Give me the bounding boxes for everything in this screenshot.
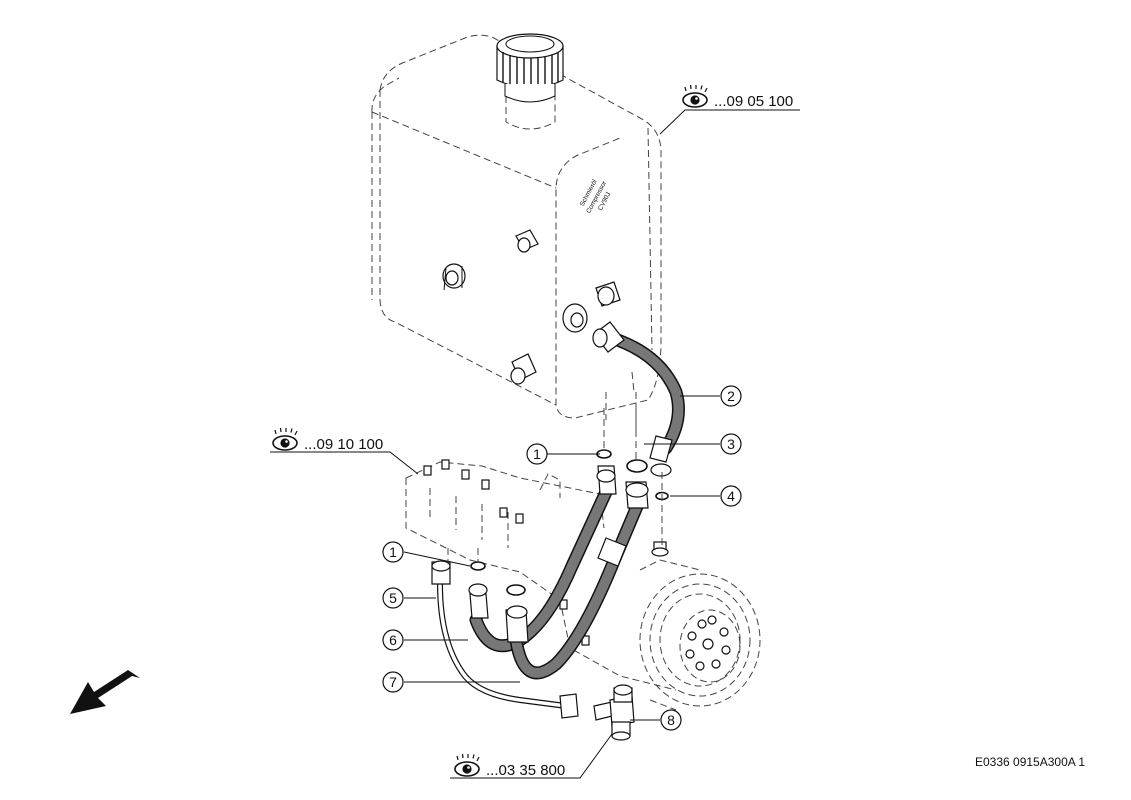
callout-number: 1 — [533, 446, 541, 462]
callout-6[interactable]: 6 — [382, 629, 404, 651]
reference-tank[interactable]: ...09 05 100 — [682, 84, 793, 110]
o-ring-3 — [626, 459, 648, 473]
callout-2[interactable]: 2 — [720, 385, 742, 407]
reference-fitting[interactable]: ...03 35 800 — [454, 753, 565, 779]
callout-number: 5 — [389, 590, 397, 606]
o-ring-1-lower — [470, 561, 486, 571]
reference-pump[interactable]: ...09 10 100 — [272, 427, 383, 453]
eye-icon — [454, 753, 480, 777]
filler-cap — [496, 33, 564, 130]
o-ring-lower-2 — [506, 584, 526, 596]
tee-fitting-8 — [593, 684, 635, 741]
callout-7[interactable]: 7 — [382, 671, 404, 693]
callout-1-upper[interactable]: 1 — [526, 443, 548, 465]
tank-label: Schmieröl Compressor CV90J — [579, 178, 612, 214]
callout-5[interactable]: 5 — [382, 587, 404, 609]
pump-studs — [423, 459, 590, 646]
pipe-5 — [431, 560, 579, 719]
oil-tank: Schmieröl Compressor CV90J — [371, 33, 662, 430]
hose-7 — [505, 481, 649, 680]
drawing-code: E0336 0915A300A 1 — [975, 755, 1085, 769]
leader-lines — [270, 109, 800, 779]
callout-number: 3 — [727, 436, 735, 452]
callout-number: 2 — [727, 388, 735, 404]
callout-8[interactable]: 8 — [660, 709, 682, 731]
callout-number: 6 — [389, 632, 397, 648]
tank-port-fitting — [442, 229, 621, 385]
callout-3[interactable]: 3 — [720, 433, 742, 455]
pulley — [639, 559, 761, 711]
reference-fitting-text: ...03 35 800 — [486, 762, 565, 779]
callout-number: 7 — [389, 674, 397, 690]
direction-arrow-icon — [70, 670, 140, 714]
callout-number: 8 — [667, 712, 675, 728]
hose-2 — [592, 321, 685, 477]
reference-tank-text: ...09 05 100 — [714, 93, 793, 110]
eye-icon — [682, 84, 708, 108]
callout-number: 4 — [727, 488, 735, 504]
callout-1-lower[interactable]: 1 — [382, 541, 404, 563]
callout-number: 1 — [389, 544, 397, 560]
callout-4[interactable]: 4 — [720, 485, 742, 507]
eye-icon — [272, 427, 298, 451]
reference-pump-text: ...09 10 100 — [304, 436, 383, 453]
